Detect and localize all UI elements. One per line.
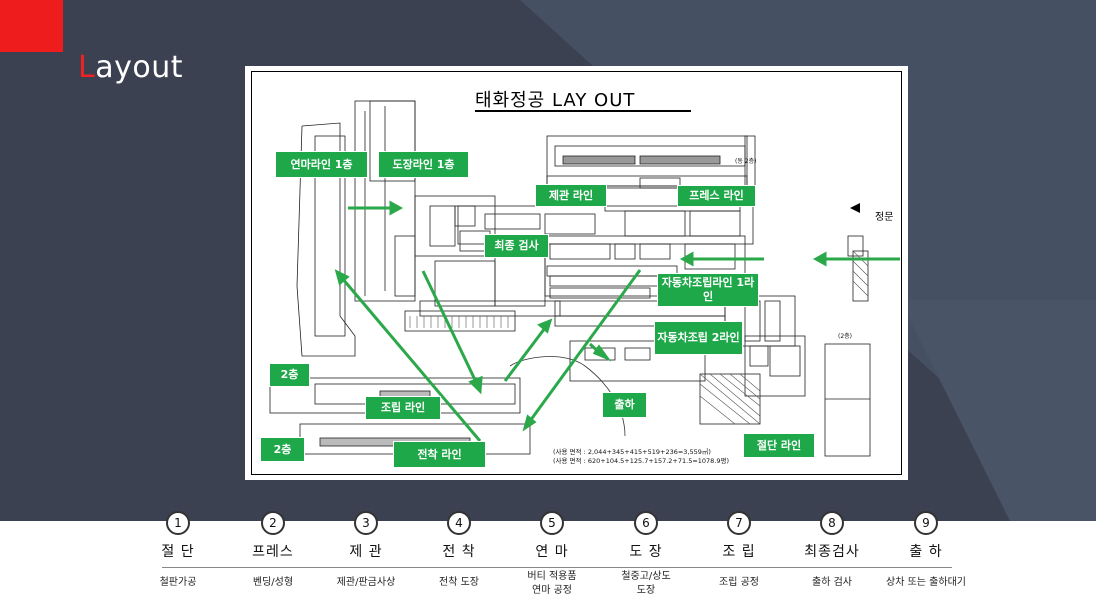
label-dojang-line-1f: 도장라인 1층 — [378, 151, 469, 178]
step-name: 절 단 — [161, 544, 195, 560]
step-number-circle: 7 — [727, 511, 751, 535]
step-name: 출 하 — [909, 544, 943, 560]
process-step-3: 3 제 관 — [306, 503, 426, 561]
gate-label: 정문 — [875, 212, 894, 223]
process-step-6: 6 도 장 — [586, 503, 706, 561]
slide-background: Layout 태화정공 LAY OUT — [0, 0, 1096, 521]
step-name: 최종검사 — [804, 544, 860, 560]
step-description-9: 상차 또는 출하대기 — [886, 577, 966, 588]
plan-title-text: 태화정공 LAY OUT — [475, 90, 636, 111]
step-name: 프레스 — [252, 544, 294, 560]
step-description-2: 벤딩/성형 — [252, 577, 294, 588]
step-number-circle: 1 — [166, 511, 190, 535]
label-jegwan-line: 제관 라인 — [535, 184, 607, 207]
step-description-8: 출하 검사 — [812, 577, 852, 588]
label-second-floor-b: 2층 — [260, 437, 305, 462]
step-name: 제 관 — [349, 544, 383, 560]
label-shipping: 출하 — [602, 392, 647, 418]
step-description-3: 제관/판금사상 — [336, 577, 396, 588]
step-name: 조 립 — [722, 544, 756, 560]
step-description-5: 버티 적용품 연마 공정 — [527, 571, 577, 596]
step-name: 전 착 — [442, 544, 476, 560]
title-first-letter: L — [78, 50, 96, 85]
process-step-1: 1 절 단 — [118, 503, 238, 561]
floor-2-top-note: (동 2층) — [735, 158, 757, 165]
process-step-5: 5 연 마 — [492, 503, 612, 561]
layout-drawing-border — [251, 71, 902, 475]
step-number-circle: 2 — [261, 511, 285, 535]
step-description-4: 전착 도장 — [439, 577, 479, 588]
process-step-2: 2 프레스 — [213, 503, 333, 561]
label-second-floor-a: 2층 — [269, 363, 310, 387]
step-description-6: 철중고/상도 도장 — [621, 571, 671, 596]
label-final-inspection: 최종 검사 — [484, 234, 549, 258]
area-note-2: (사용 면적 : 620+104.5+125.7+157.2+71.5=1078… — [553, 457, 730, 465]
process-step-9: 9 출 하 — [866, 503, 986, 561]
step-name: 연 마 — [535, 544, 569, 560]
label-cutting-line: 절단 라인 — [743, 433, 815, 458]
process-step-8: 8 최종검사 — [772, 503, 892, 561]
step-number-circle: 8 — [820, 511, 844, 535]
step-description-1: 철판가공 — [159, 577, 197, 588]
label-press-line: 프레스 라인 — [677, 185, 756, 207]
step-number-circle: 4 — [447, 511, 471, 535]
label-electrodeposition-line: 전착 라인 — [393, 441, 486, 468]
step-number-circle: 5 — [540, 511, 564, 535]
step-description-7: 조립 공정 — [719, 577, 759, 588]
step-number-circle: 3 — [354, 511, 378, 535]
label-assembly-line: 조립 라인 — [365, 396, 441, 420]
slide-title: Layout — [78, 50, 183, 85]
label-auto-assembly-line-1: 자동차조립라인 1라인 — [657, 273, 759, 307]
plan-title: 태화정공 LAY OUT — [475, 86, 691, 112]
step-number-circle: 6 — [634, 511, 658, 535]
step-name: 도 장 — [629, 544, 663, 560]
accent-square — [0, 0, 63, 52]
title-rest: ayout — [95, 50, 183, 85]
label-auto-assembly-line-2: 자동차조립 2라인 — [654, 321, 743, 355]
area-note-1: (사용 면적 : 2,044+345+415+519+236=3,559㎡) — [553, 448, 711, 456]
floor-2-right-note: (2층) — [838, 333, 853, 340]
process-divider-line — [162, 567, 952, 568]
step-number-circle: 9 — [914, 511, 938, 535]
process-step-7: 7 조 립 — [679, 503, 799, 561]
process-step-4: 4 전 착 — [399, 503, 519, 561]
layout-drawing-frame: 태화정공 LAY OUT — [245, 66, 908, 480]
plan-title-underline — [475, 110, 691, 112]
floor-plan-drawing — [269, 100, 900, 457]
label-yeonma-line-1f: 연마라인 1층 — [275, 151, 368, 178]
